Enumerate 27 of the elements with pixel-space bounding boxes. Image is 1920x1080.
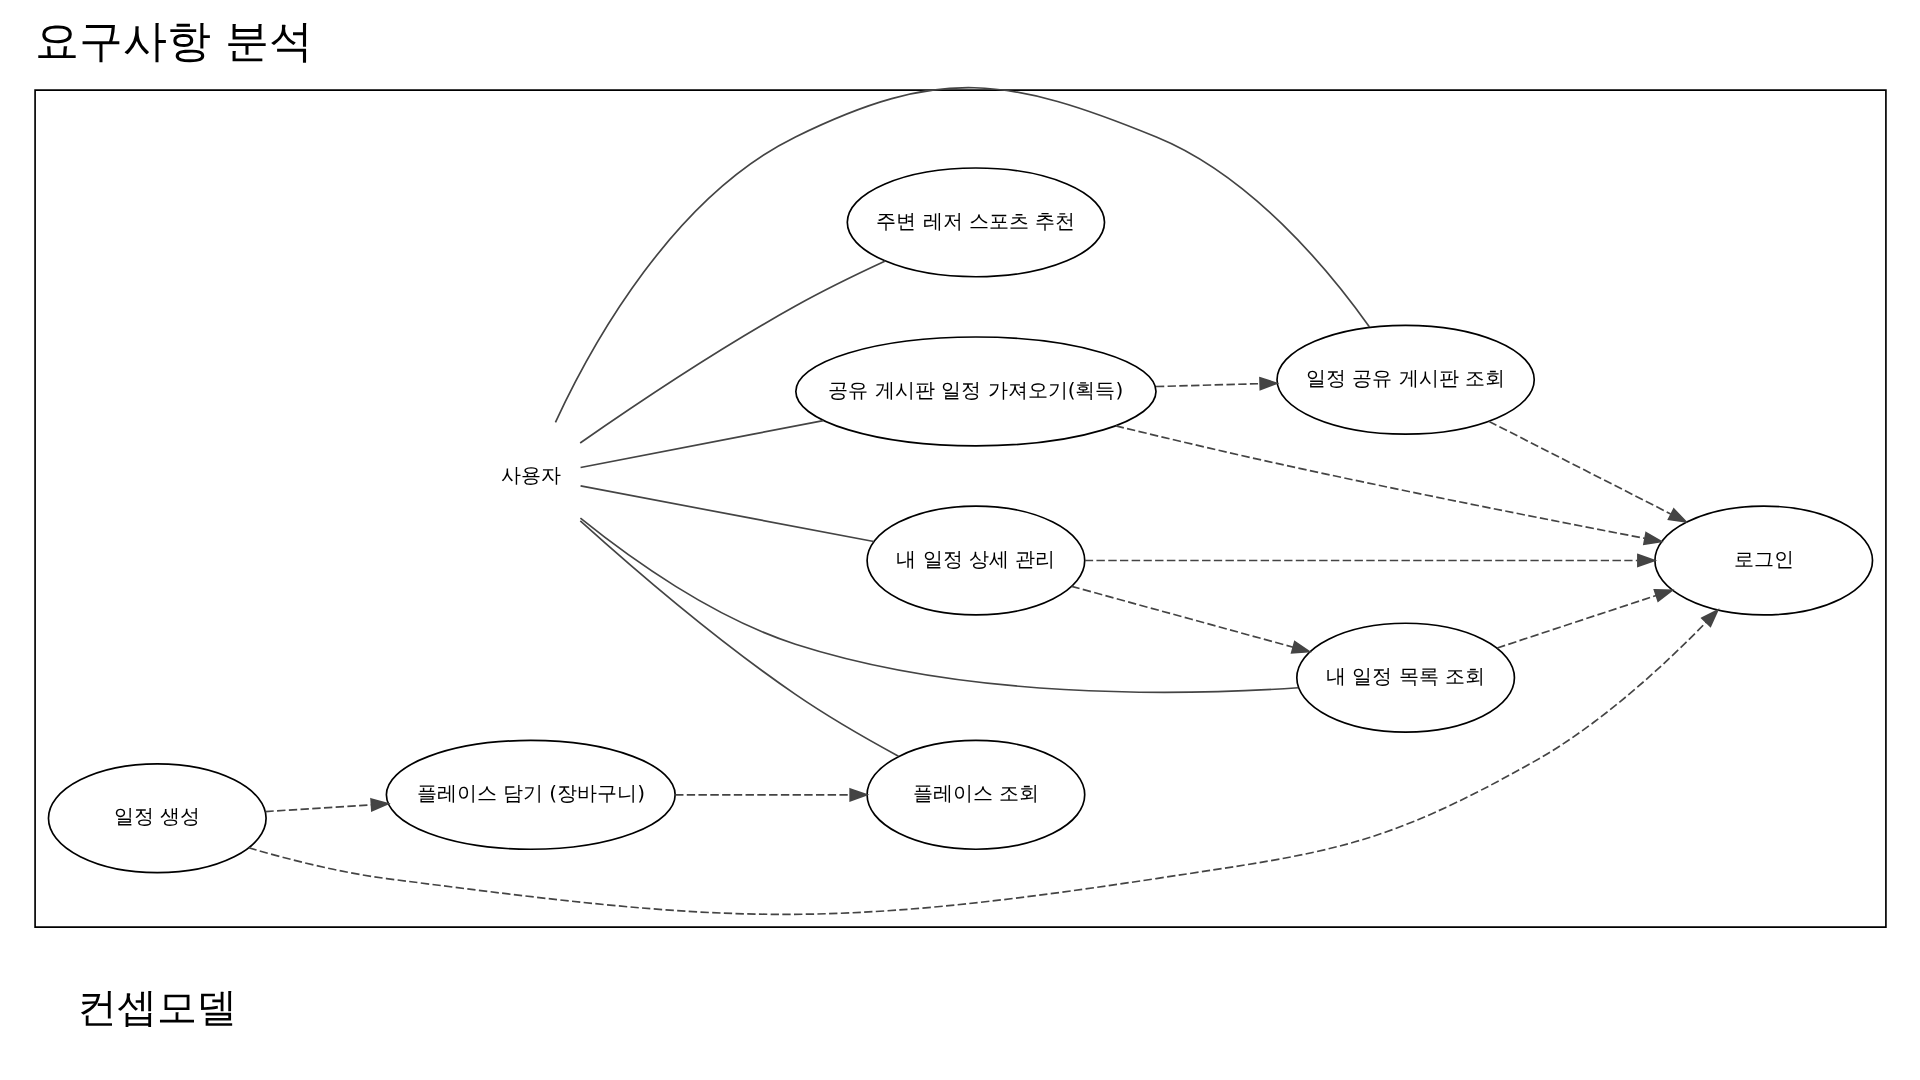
arrow: [1070, 585, 1312, 654]
arrow: [1154, 376, 1279, 391]
node-ellipse: 플레이스 조회: [865, 739, 1086, 851]
arrow: [1495, 589, 1675, 649]
cluster: [33, 89, 1887, 928]
connector: [578, 260, 886, 444]
arrow: [1114, 425, 1664, 546]
node-ellipse: 주변 레저 스포츠 추천: [845, 167, 1105, 278]
arrow: [673, 787, 869, 802]
node-ellipse: 일정 공유 게시판 조회: [1275, 324, 1535, 435]
arrow: [264, 797, 391, 813]
label: 컨셉모델: [76, 984, 237, 1031]
connector: [579, 485, 875, 543]
connector: [554, 86, 1370, 424]
diagram-title: 요구사항 분석: [34, 16, 313, 67]
arrow: [247, 608, 1720, 916]
connector: [579, 517, 1299, 694]
node-text: 사용자: [500, 463, 561, 487]
node-ellipse: 내 일정 목록 조회: [1295, 622, 1515, 733]
node-ellipse: 일정 생성: [47, 763, 267, 874]
node-ellipse: 내 일정 상세 관리: [865, 505, 1086, 616]
connector: [579, 419, 824, 469]
connector: [578, 520, 899, 758]
node-ellipse: 공유 게시판 일정 가져오기(획득): [794, 336, 1157, 447]
arrow: [1083, 553, 1657, 568]
arrow: [1487, 420, 1688, 523]
node-ellipse: 플레이스 담기 (장바구니): [385, 739, 676, 851]
